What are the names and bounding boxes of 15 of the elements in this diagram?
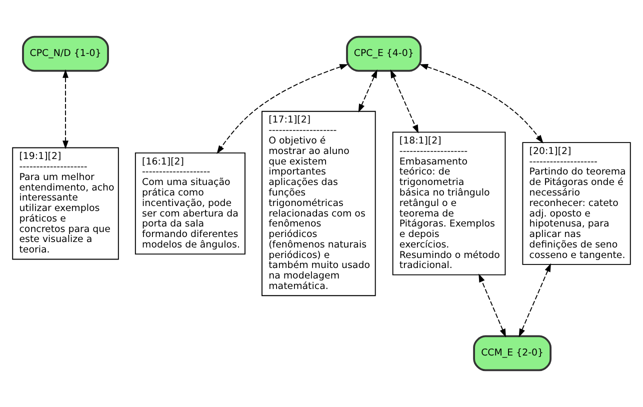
arrow: [358, 70, 378, 113]
node-box: [20:1][2] -------------------- Partindo do teorema de Pitágoras onde é necessário reconhecer: cateto adj. oposto e hipotenusa, para aplicar nas definições de seno cosseno e tangente.: [522, 142, 631, 265]
node-box: [18:1][2] -------------------- Embasamento teórico: de trigonometria básica no triângulo retângul o e teorema de Pitágoras. Exemplos e depois exercícios. Resumindo o método tradicional.: [392, 132, 506, 276]
node-box: [16:1][2] -------------------- Com uma situação prática como incentivação, pode ser com abertura da porta da sala formando diferentes modelos de ângulos.: [134, 152, 246, 254]
node-box: [19:1][2] -------------------- Para um melhor entendimento, acho interessante utilizar exemplos práticos e concretos para que este visualize a teoria.: [12, 147, 119, 260]
arrow: [390, 70, 419, 134]
node-box: [17:1][2] -------------------- O objetivo é mostrar ao aluno que existem importantes aplicações das funções trigonométricas relacionadas com os fenômenos periódicos (fenômenos naturais periódicos) e também muito usado na modelagem matemática.: [262, 110, 376, 296]
arrow: [478, 274, 506, 338]
node-box: CPC_E {4-0}: [346, 36, 422, 72]
arrow: [518, 263, 551, 338]
node-box: CCM_E {2-0}: [473, 335, 552, 372]
arrow: [62, 69, 68, 150]
arrow: [216, 64, 348, 154]
arrow: [419, 64, 544, 144]
node-box: CPC_N/D {1-0}: [22, 36, 109, 72]
